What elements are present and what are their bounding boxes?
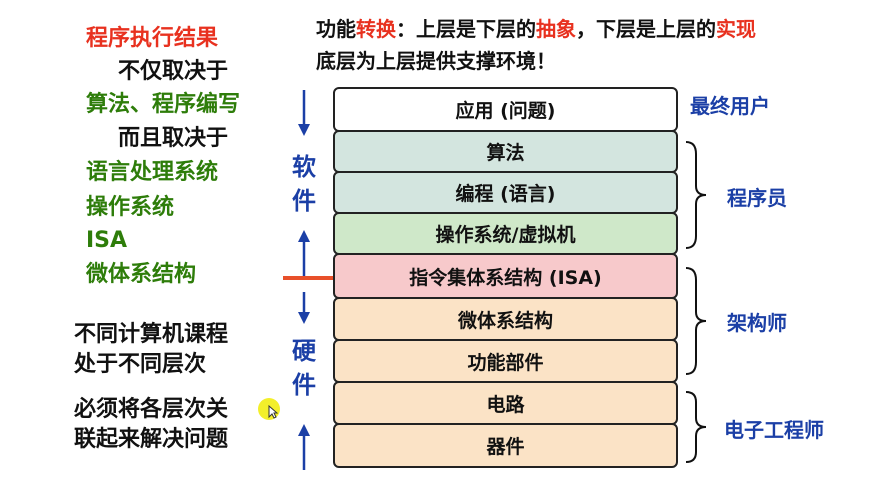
text-program-result: 程序执行结果 bbox=[86, 26, 219, 51]
brace-ee bbox=[684, 390, 708, 468]
layer-functional-units: 功能部件 bbox=[333, 339, 678, 383]
arrow-up-bottom-icon bbox=[296, 422, 312, 476]
text-course-line1: 不同计算机课程 bbox=[74, 322, 229, 347]
text-algo-program: 算法、程序编写 bbox=[86, 92, 241, 117]
layer-microarchitecture: 微体系结构 bbox=[333, 297, 678, 341]
text-must-line1: 必须将各层次关 bbox=[74, 397, 229, 422]
text-isa: ISA bbox=[86, 228, 128, 253]
role-end-user: 最终用户 bbox=[690, 94, 770, 118]
label-software: 软件 bbox=[292, 153, 316, 215]
title-line-1: 功能转换：上层是下层的抽象，下层是上层的实现 bbox=[316, 17, 756, 41]
layer-programming: 编程 (语言) bbox=[333, 171, 678, 214]
role-electronic-engineer: 电子工程师 bbox=[724, 418, 824, 442]
layer-application: 应用 (问题) bbox=[333, 87, 678, 132]
mouse-pointer-icon bbox=[268, 404, 279, 423]
layer-devices: 器件 bbox=[333, 423, 678, 468]
text-lang-system: 语言处理系统 bbox=[86, 160, 219, 185]
brace-programmer bbox=[684, 140, 708, 254]
text-course-line2: 处于不同层次 bbox=[74, 352, 207, 377]
text-must-line2: 联起来解决问题 bbox=[74, 427, 229, 452]
layer-isa: 指令集体系结构 (ISA) bbox=[333, 253, 678, 299]
text-micro: 微体系结构 bbox=[86, 262, 197, 287]
role-architect: 架构师 bbox=[727, 311, 787, 335]
brace-architect bbox=[684, 266, 708, 380]
layer-algorithm: 算法 bbox=[333, 130, 678, 173]
text-os: 操作系统 bbox=[86, 195, 175, 220]
layer-circuits: 电路 bbox=[333, 381, 678, 425]
isa-divider-line bbox=[283, 276, 333, 280]
role-programmer: 程序员 bbox=[727, 186, 787, 210]
label-hardware: 硬件 bbox=[292, 337, 316, 399]
arrow-down-top-icon bbox=[296, 88, 312, 142]
arrow-down-middle-icon bbox=[296, 290, 312, 330]
title-line-2: 底层为上层提供支撑环境！ bbox=[316, 49, 556, 73]
arrow-up-middle-icon bbox=[296, 228, 312, 282]
layer-os-vm: 操作系统/虚拟机 bbox=[333, 212, 678, 255]
text-not-only: 不仅取决于 bbox=[118, 59, 229, 84]
text-but-also: 而且取决于 bbox=[118, 126, 229, 151]
